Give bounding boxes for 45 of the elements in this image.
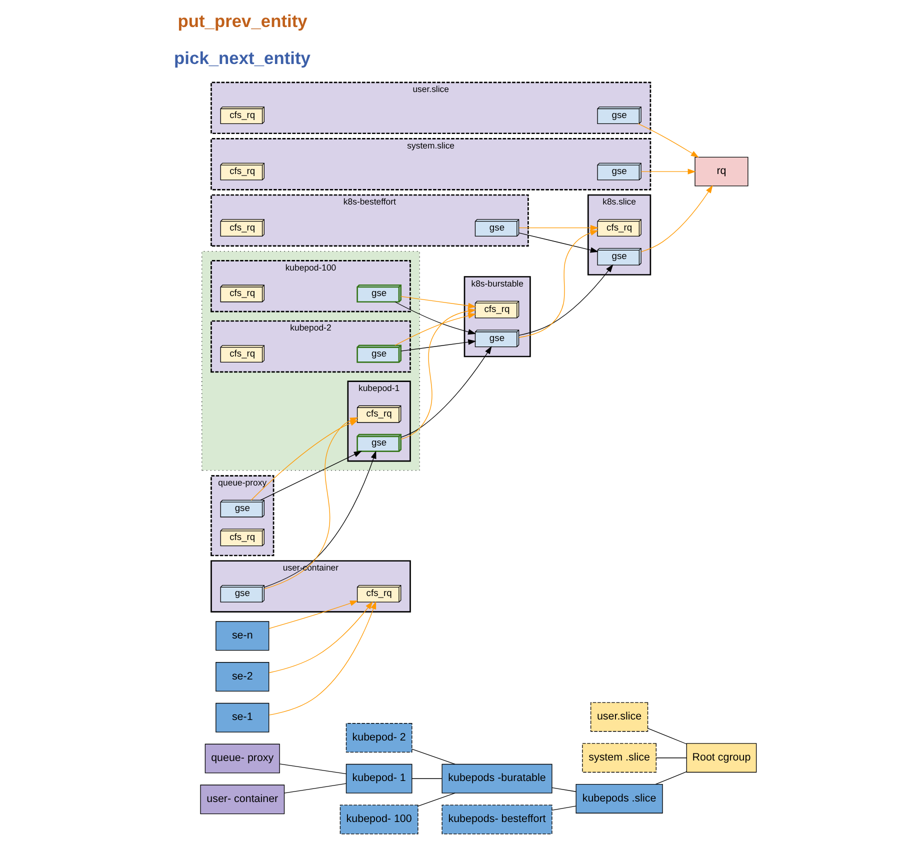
node-box: rq [694, 156, 748, 186]
connector [417, 792, 455, 806]
node-box: kubepod- 1 [345, 764, 412, 794]
arrow [268, 601, 376, 716]
arrow [268, 601, 372, 674]
arrow [518, 232, 598, 253]
arrow [518, 225, 598, 231]
node-box: kubepod- 2 [345, 723, 412, 752]
arrow [264, 450, 376, 588]
arrow [400, 308, 476, 440]
node-box: se-n [215, 621, 269, 651]
arrow [400, 346, 492, 438]
cluster [201, 250, 420, 471]
label: put_prev_entity [177, 11, 307, 32]
node-box: queue- proxy [204, 744, 280, 774]
node-box: kubepod- 100 [339, 804, 418, 834]
node-box: kubepods- besteffort [441, 804, 552, 834]
label: pick_next_entity [174, 48, 310, 68]
connector [411, 778, 442, 779]
node-box: kubepods -buratable [441, 764, 552, 794]
connector [551, 787, 576, 792]
arrow [400, 296, 476, 309]
connector [278, 764, 346, 774]
arrow [518, 230, 598, 338]
node-box: system .slice [582, 743, 656, 773]
arrow [268, 600, 358, 629]
node-box: user- container [200, 784, 284, 814]
arrow [640, 185, 712, 252]
arrow [394, 313, 476, 346]
connector [654, 771, 686, 785]
arrow [518, 264, 613, 336]
connector [551, 806, 576, 811]
arrow [400, 339, 476, 352]
arrow [640, 168, 696, 174]
connector [411, 748, 455, 764]
connector [284, 783, 346, 794]
node-box: se-2 [215, 662, 269, 692]
arrow [394, 302, 476, 335]
node-box: se-1 [215, 702, 269, 732]
node-box: kubepods .slice [575, 784, 662, 814]
node-box: user.slice [590, 702, 648, 732]
node-box: Root cgroup [686, 743, 756, 773]
connector [646, 728, 686, 744]
arrow [637, 123, 698, 158]
arrow [260, 450, 362, 500]
